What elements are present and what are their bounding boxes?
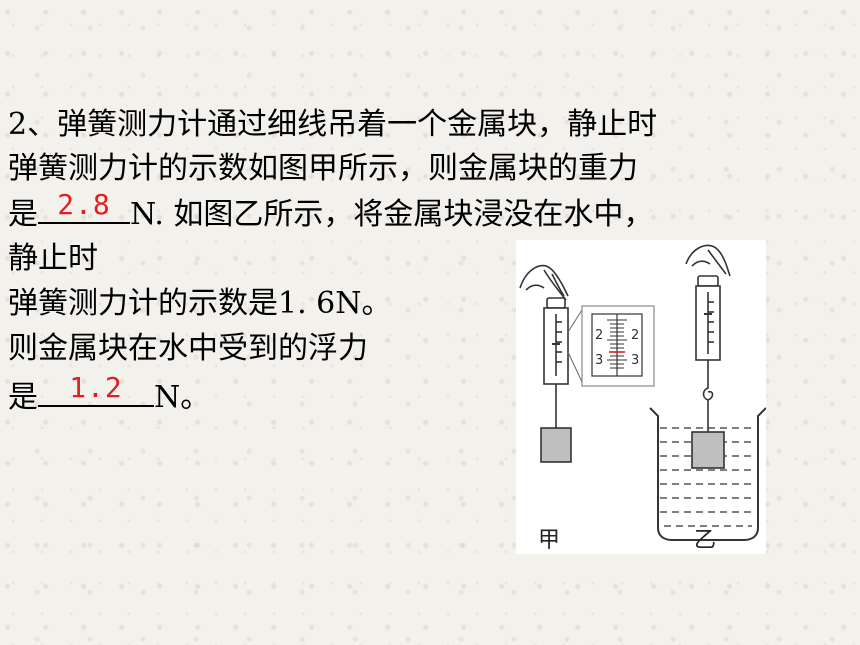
hand-icon-right: [685, 244, 731, 277]
experiment-figure: 2 3 2 3: [516, 240, 766, 554]
answer-2: 1.2: [69, 371, 123, 404]
question-line-5: 弹簧测力计的示数是1. 6N。: [8, 286, 392, 321]
scale-inset: 2 3 2 3: [567, 305, 655, 387]
question-line-6: 则金属块在水中受到的浮力: [8, 331, 368, 366]
scale-label-left-2: 2: [595, 328, 603, 343]
question-line-7-suffix: N。: [154, 380, 211, 415]
answer-blank-2: 1.2: [38, 371, 154, 407]
hook-right: [702, 360, 714, 401]
caption-jia: 甲: [538, 528, 561, 553]
metal-block-right: [691, 431, 725, 469]
question-line-7: 是 1.2 N。: [8, 371, 211, 417]
question-line-3-prefix: 是: [8, 197, 38, 232]
question-line-1: 2、弹簧测力计通过细线吊着一个金属块，静止时: [8, 107, 658, 142]
question-line-7-prefix: 是: [8, 380, 38, 415]
question-line-3-suffix: N. 如图乙所示，将金属块浸没在水中，: [130, 197, 654, 232]
question-line-3: 是 2.8 N. 如图乙所示，将金属块浸没在水中，: [8, 188, 654, 234]
experiment-diagram: 2 3 2 3: [519, 244, 766, 541]
spring-scale-left: [543, 297, 569, 385]
scale-label-right-3: 3: [631, 353, 639, 368]
scale-label-right-2: 2: [631, 328, 639, 343]
answer-1: 2.8: [57, 188, 111, 221]
scale-label-left-3: 3: [595, 353, 603, 368]
spring-scale-right: [695, 275, 721, 361]
hand-icon-left: [519, 264, 569, 301]
beaker: [649, 407, 766, 541]
answer-blank-1: 2.8: [38, 188, 130, 224]
question-line-4: 静止时: [8, 241, 98, 276]
question-line-2: 弹簧测力计的示数如图甲所示，则金属块的重力: [8, 151, 638, 186]
metal-block-left: [540, 427, 572, 463]
caption-yi: 乙: [694, 528, 717, 553]
